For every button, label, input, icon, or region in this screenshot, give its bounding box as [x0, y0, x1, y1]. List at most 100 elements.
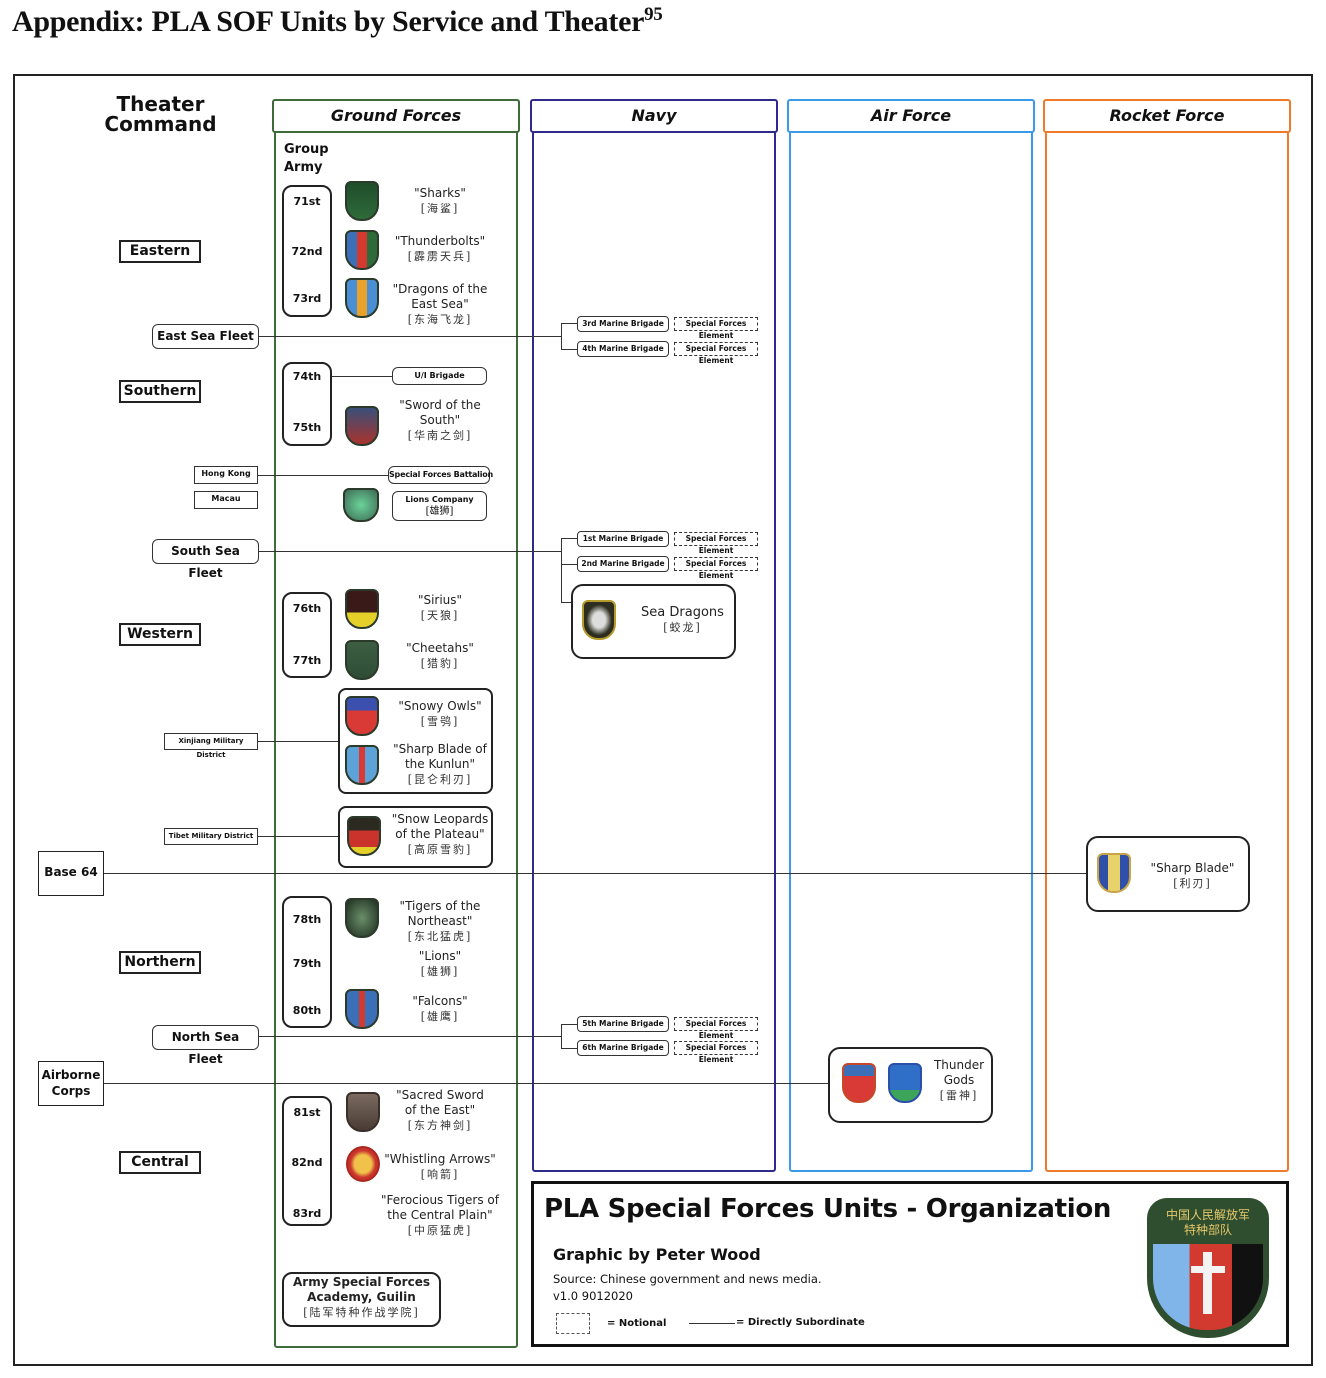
hong-kong[interactable]: Hong Kong	[194, 466, 258, 484]
theater-southern[interactable]: Southern	[119, 380, 201, 403]
east-sea-fleet-connector	[259, 336, 561, 337]
sharks-patch-icon	[345, 181, 379, 221]
falcons-patch-icon	[345, 989, 379, 1029]
airborne-connector	[104, 1083, 828, 1084]
group-army-83[interactable]: 83rd	[292, 1207, 322, 1220]
unit-sirius[interactable]: "Sirius"[天狼]	[390, 593, 490, 623]
group-army-74[interactable]: 74th	[292, 370, 322, 383]
5th-marine-brigade[interactable]: 5th Marine Brigade	[577, 1016, 669, 1032]
unit-name: "Ferocious Tigers of the Central Plain"	[381, 1193, 499, 1222]
group-army-73[interactable]: 73rd	[292, 292, 322, 305]
north-brigade-bracket	[561, 1024, 562, 1048]
unit-name-zh: [雪鸮]	[420, 715, 460, 728]
snow-leopards-patch-icon	[347, 816, 381, 856]
special-forces-element[interactable]: Special Forces Element	[674, 532, 758, 555]
unit-name-zh: [东北猛虎]	[407, 930, 473, 943]
group-army-81[interactable]: 81st	[293, 1106, 321, 1119]
unit-name: Thunder Gods	[933, 1058, 985, 1087]
unit-snow-leopards[interactable]: "Snow Leopards of the Plateau"[高原雪豹]	[388, 812, 492, 857]
navy-header: Navy	[530, 99, 778, 133]
legend-title: PLA Special Forces Units - Organization	[544, 1194, 1112, 1224]
6th-marine-brigade[interactable]: 6th Marine Brigade	[577, 1040, 669, 1056]
unit-name: "Sharp Blade of the Kunlun"	[393, 742, 487, 771]
unit-dragons-east-sea[interactable]: "Dragons of the East Sea"[东海飞龙]	[390, 282, 490, 327]
sea-dragons-patch-icon	[582, 600, 616, 640]
snowy-owls-patch-icon	[345, 696, 379, 736]
special-forces-battalion[interactable]: Special Forces Battalion	[388, 466, 493, 484]
tibet-connector	[258, 836, 338, 837]
group-army-76[interactable]: 76th	[292, 602, 322, 615]
sharp-blade-kunlun-patch-icon	[345, 745, 379, 785]
connector	[561, 349, 577, 350]
footnote-marker[interactable]: 95	[644, 4, 663, 25]
group-army-78[interactable]: 78th	[292, 913, 322, 926]
unit-sword-of-south[interactable]: "Sword of the South"[华南之剑]	[395, 398, 485, 443]
macau[interactable]: Macau	[194, 491, 258, 509]
group-army-77[interactable]: 77th	[292, 654, 322, 667]
base-64[interactable]: Base 64	[38, 851, 104, 896]
unit-sharp-blade: "Sharp Blade"[利刃]	[1140, 861, 1245, 891]
unit-thunderbolts[interactable]: "Thunderbolts"[霹雳天兵]	[380, 234, 500, 264]
unit-sharks[interactable]: "Sharks"[海鲨]	[380, 186, 500, 216]
special-forces-element[interactable]: Special Forces Element	[674, 317, 758, 340]
special-forces-element[interactable]: Special Forces Element	[674, 557, 758, 580]
academy-label: Army Special Forces Academy, Guilin[陆军特种…	[290, 1275, 433, 1320]
tibet-military-district[interactable]: Tibet Military District	[164, 828, 258, 845]
base-64-connector	[104, 873, 1086, 874]
emblem-text: 中国人民解放军	[1165, 1208, 1250, 1222]
unit-ferocious-tigers[interactable]: "Ferocious Tigers of the Central Plain"[…	[378, 1193, 502, 1238]
unit-name: "Sirius"	[417, 593, 463, 607]
group-army-72[interactable]: 72nd	[291, 245, 323, 258]
north-sea-fleet-connector	[259, 1036, 561, 1037]
unit-name: "Sacred Sword of the East"	[396, 1088, 484, 1117]
unit-cheetahs[interactable]: "Cheetahs"[猎豹]	[390, 641, 490, 671]
group-army-80[interactable]: 80th	[292, 1004, 322, 1017]
theater-eastern[interactable]: Eastern	[119, 240, 201, 263]
legend-source: Source: Chinese government and news medi…	[553, 1272, 822, 1286]
unit-name-zh: [雄鹰]	[420, 1010, 460, 1023]
unit-name-zh: [东海飞龙]	[407, 313, 473, 326]
unit-sacred-sword[interactable]: "Sacred Sword of the East"[东方神剑]	[390, 1088, 490, 1133]
theater-central[interactable]: Central	[119, 1151, 201, 1174]
unit-name-zh: [利刃]	[1173, 877, 1212, 890]
legend-subordinate: = Directly Subordinate	[736, 1317, 865, 1328]
special-forces-element[interactable]: Special Forces Element	[674, 342, 758, 365]
unit-sharp-blade-kunlun[interactable]: "Sharp Blade of the Kunlun"[昆仑利刃]	[390, 742, 490, 787]
unit-name: "Snowy Owls"	[398, 699, 482, 713]
theater-western[interactable]: Western	[119, 623, 201, 646]
connector	[332, 376, 392, 377]
army-sf-academy[interactable]	[282, 1272, 441, 1327]
2nd-marine-brigade[interactable]: 2nd Marine Brigade	[577, 556, 669, 572]
connector	[561, 323, 577, 324]
unit-name: "Whistling Arrows"	[384, 1152, 496, 1166]
north-sea-fleet[interactable]: North Sea Fleet	[152, 1025, 259, 1066]
unit-snowy-owls[interactable]: "Snowy Owls" [雪鸮]	[390, 699, 490, 729]
3rd-marine-brigade[interactable]: 3rd Marine Brigade	[577, 316, 669, 332]
east-sea-fleet[interactable]: East Sea Fleet	[152, 324, 259, 349]
unit-name-zh: [雷神]	[939, 1089, 979, 1102]
northern-group-army-bracket	[282, 896, 332, 1028]
unit-thunder-gods: Thunder Gods [雷神]	[930, 1058, 988, 1103]
group-army-82[interactable]: 82nd	[291, 1156, 323, 1169]
ui-brigade[interactable]: U/I Brigade	[392, 367, 487, 385]
4th-marine-brigade[interactable]: 4th Marine Brigade	[577, 341, 669, 357]
unit-whistling-arrows[interactable]: "Whistling Arrows"[响箭]	[380, 1152, 500, 1182]
lions-company[interactable]: Lions Company[雄狮]	[392, 491, 487, 521]
south-sea-fleet[interactable]: South Sea Fleet	[152, 539, 259, 580]
group-army-79[interactable]: 79th	[292, 957, 322, 970]
air-force-header: Air Force	[787, 99, 1035, 133]
unit-name-zh: [雄狮]	[425, 506, 454, 517]
airborne-corps[interactable]: Airborne Corps	[38, 1061, 104, 1106]
special-forces-element[interactable]: Special Forces Element	[674, 1041, 758, 1064]
theater-northern[interactable]: Northern	[119, 951, 201, 974]
group-army-75[interactable]: 75th	[292, 421, 322, 434]
rocket-force-column	[1045, 128, 1289, 1172]
xinjiang-military-district[interactable]: Xinjiang Military District	[164, 733, 258, 759]
special-forces-element[interactable]: Special Forces Element	[674, 1017, 758, 1040]
group-army-71[interactable]: 71st	[293, 195, 321, 208]
1st-marine-brigade[interactable]: 1st Marine Brigade	[577, 531, 669, 547]
unit-tigers-northeast[interactable]: "Tigers of the Northeast"[东北猛虎]	[390, 899, 490, 944]
unit-falcons[interactable]: "Falcons"[雄鹰]	[390, 994, 490, 1024]
sharp-blade-patch-icon	[1097, 853, 1131, 893]
unit-lions[interactable]: "Lions"[雄狮]	[390, 949, 490, 979]
